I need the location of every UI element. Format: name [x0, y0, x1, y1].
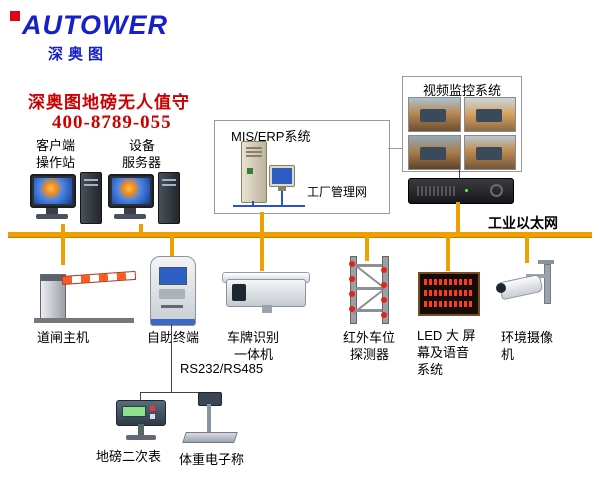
- client-pc-icon: [28, 170, 102, 226]
- barrier-gate-icon: [34, 264, 138, 324]
- barrier-label-text: 道闸主机: [37, 330, 90, 345]
- indicator-label: 地磅二次表: [96, 448, 161, 465]
- logo-brand: AUTOWER: [22, 10, 168, 40]
- connector-line: [525, 237, 529, 263]
- scale-label-text: 体重电子称: [179, 452, 245, 467]
- mis-server-icon: [241, 141, 267, 203]
- client-label: 客户端 操作站: [36, 137, 75, 171]
- server-label-line2: 服务器: [122, 155, 162, 170]
- connector-line: [456, 202, 460, 232]
- infrared-detector-icon: [344, 256, 394, 324]
- mis-erp-box: MIS/ERP系统 工厂管理网: [214, 120, 390, 214]
- envcam-label-line1: 环境摄像: [501, 330, 554, 345]
- phone-number: 400-8789-055: [52, 112, 172, 133]
- envcam-label: 环境摄像 机: [501, 329, 553, 363]
- mis-erp-title: MIS/ERP系统: [231, 129, 311, 144]
- industrial-ethernet-bus: [8, 232, 592, 238]
- env-camera-icon: [496, 260, 560, 320]
- scale-label: 体重电子称: [179, 451, 244, 468]
- serial-label: RS232/RS485: [180, 361, 264, 376]
- serial-line: [140, 392, 141, 400]
- barrier-label: 道闸主机: [37, 329, 89, 346]
- envcam-label-line2: 机: [501, 347, 515, 362]
- indicator-label-text: 地磅二次表: [96, 449, 162, 464]
- factory-network-label: 工厂管理网: [307, 185, 368, 199]
- pc-tower-icon: [158, 172, 180, 224]
- infrared-label-line2: 探测器: [350, 347, 390, 362]
- video-thumbnails: [408, 97, 516, 170]
- serial-line: [140, 392, 206, 393]
- factory-network-line: [233, 205, 305, 207]
- pc-monitor-icon: [30, 174, 76, 208]
- page-title: 深奥图地磅无人值守: [28, 93, 190, 112]
- video-thumbnail: [463, 97, 516, 132]
- kiosk-label-text: 自助终端: [147, 330, 200, 345]
- barrier-boom-icon: [61, 270, 137, 285]
- connector-line: [61, 237, 65, 265]
- infrared-label-line1: 红外车位: [343, 330, 396, 345]
- video-thumbnail: [463, 135, 516, 170]
- connector-line: [459, 170, 460, 178]
- connector-line: [139, 224, 143, 232]
- client-label-line2: 操作站: [36, 155, 76, 170]
- connector-line: [446, 237, 450, 271]
- video-surveillance-title: 视频监控系统: [422, 83, 501, 98]
- serial-line: [171, 324, 172, 392]
- industrial-ethernet-label: 工业以太网: [488, 215, 558, 231]
- server-label: 设备 服务器: [122, 137, 161, 171]
- mis-monitor-icon: [269, 165, 295, 187]
- infrared-label: 红外车位 探测器: [343, 329, 395, 363]
- weighbridge-indicator-icon: [112, 400, 168, 444]
- logo-mark-icon: [10, 11, 20, 21]
- logo: AUTOWER 深奥图: [10, 10, 168, 64]
- server-label-line1: 设备: [129, 138, 156, 153]
- lpr-camera-icon: [222, 272, 310, 314]
- connector-line: [365, 237, 369, 261]
- video-thumbnail: [408, 135, 461, 170]
- connector-line: [260, 237, 264, 271]
- video-surveillance-box: 视频监控系统: [402, 76, 522, 172]
- led-label-line3: 系统: [417, 362, 444, 377]
- kiosk-icon: [150, 256, 196, 326]
- led-screen-icon: [418, 272, 480, 316]
- led-label-line1: LED 大 屏: [417, 328, 476, 343]
- electronic-scale-icon: [180, 392, 238, 446]
- led-label: LED 大 屏 幕及语音 系统: [417, 327, 476, 378]
- logo-chinese: 深奥图: [48, 46, 109, 63]
- connector-line: [260, 212, 264, 232]
- dvr-icon: [408, 178, 514, 204]
- server-pc-icon: [106, 170, 180, 226]
- pc-tower-icon: [80, 172, 102, 224]
- led-label-line2: 幕及语音: [417, 345, 470, 360]
- camera-lens-icon: [496, 283, 506, 293]
- connector-line: [170, 237, 174, 261]
- kiosk-label: 自助终端: [147, 329, 199, 346]
- connector-line: [388, 148, 402, 149]
- pc-monitor-icon: [108, 174, 154, 208]
- video-thumbnail: [408, 97, 461, 132]
- lpr-label: 车牌识别 一体机: [227, 329, 279, 363]
- client-label-line1: 客户端: [36, 138, 76, 153]
- connector-line: [61, 224, 65, 232]
- lpr-label-line2: 一体机: [234, 347, 274, 362]
- lpr-label-line1: 车牌识别: [227, 330, 280, 345]
